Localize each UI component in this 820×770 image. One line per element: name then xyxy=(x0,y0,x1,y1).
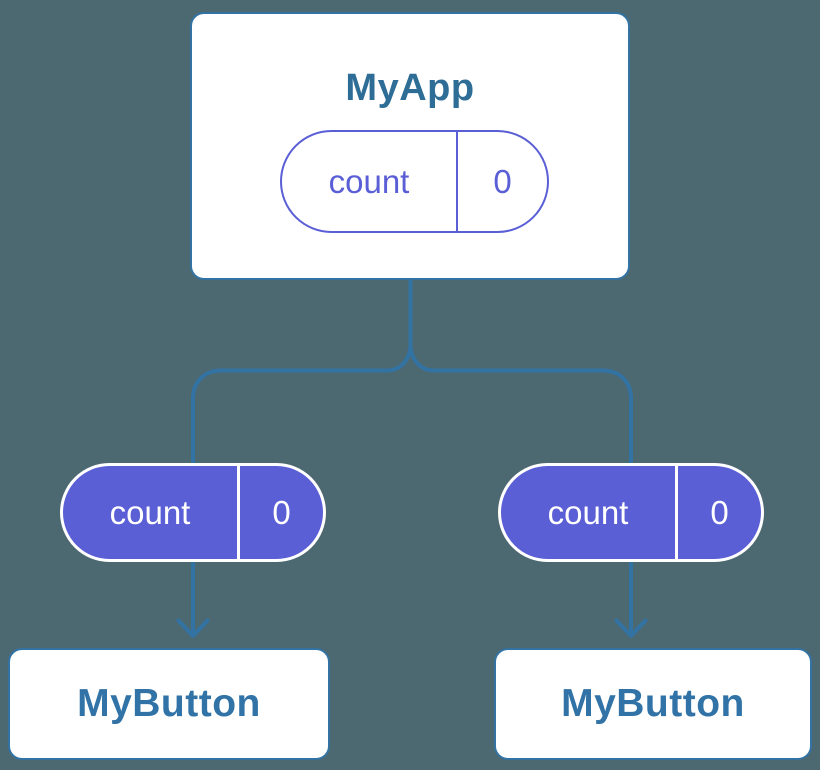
state-value-label: 0 xyxy=(675,466,761,559)
state-value-label: 0 xyxy=(237,466,323,559)
state-name-label: count xyxy=(328,162,410,200)
connector-branch-right xyxy=(408,343,633,634)
down-arrowhead-right-icon xyxy=(614,618,648,638)
child-component-title: MyButton xyxy=(561,682,745,725)
child-component-card-right: MyButton xyxy=(494,648,812,760)
child-component-title: MyButton xyxy=(77,682,261,725)
branch-state-pill-right: count 0 xyxy=(498,463,764,562)
state-name-label: count xyxy=(109,493,191,531)
state-value-label: 0 xyxy=(456,132,547,231)
state-name-label: count xyxy=(547,493,629,531)
root-state-pill: count 0 xyxy=(280,130,549,233)
down-arrowhead-left-icon xyxy=(176,618,210,638)
root-component-card: MyApp count 0 xyxy=(190,12,630,280)
branch-state-pill-left: count 0 xyxy=(60,463,326,562)
root-component-title: MyApp xyxy=(345,67,475,109)
child-component-card-left: MyButton xyxy=(8,648,330,760)
connector-branch-left xyxy=(191,280,413,634)
